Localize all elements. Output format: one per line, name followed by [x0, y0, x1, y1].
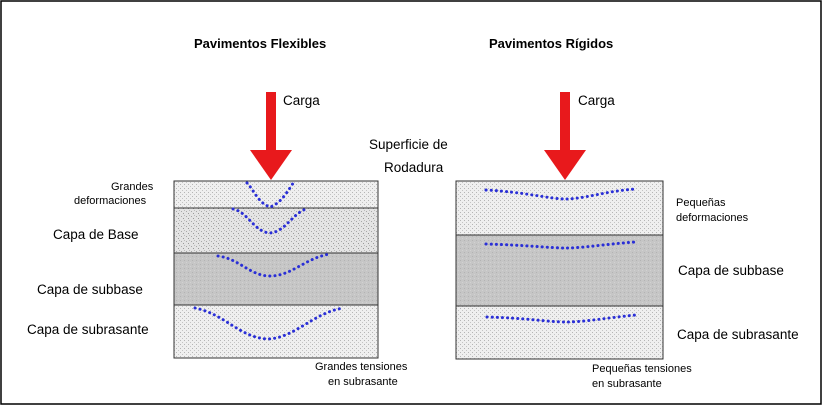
deflection-curve-flexible-4: [193, 306, 346, 341]
flexible-note-line1: Grandes tensiones: [315, 361, 408, 373]
flexible-subgrade-layer: [173, 304, 379, 359]
flexible-note-line2: en subrasante: [328, 376, 398, 388]
load-label-right: Carga: [578, 93, 615, 108]
rigid-subgrade-label: Capa de subrasante: [677, 327, 799, 342]
load-label-left: Carga: [283, 93, 320, 108]
title-rigid: Pavimentos Rígidos: [489, 36, 614, 51]
flexible-subbase-layer: [173, 252, 379, 306]
rigid-top-label-line2: deformaciones: [676, 212, 749, 224]
surface-label-line1: Superficie de: [369, 137, 448, 152]
load-arrow-left: [250, 92, 292, 180]
deflection-curve-rigid-2: [484, 240, 638, 250]
deflection-curve-flexible-2: [231, 207, 308, 235]
flexible-top-label-line2: deformaciones: [74, 195, 147, 207]
rigid-top-label-line1: Pequeñas: [676, 197, 726, 209]
flexible-subgrade-label: Capa de subrasante: [27, 322, 149, 337]
flexible-subbase-label: Capa de subbase: [37, 282, 143, 297]
rigid-note-line1: Pequeñas tensiones: [592, 363, 692, 375]
flexible-top-label-line1: Grandes: [111, 181, 154, 193]
flexible-base-label: Capa de Base: [53, 227, 139, 242]
rigid-subbase-label: Capa de subbase: [678, 263, 784, 278]
deflection-curve-flexible-1: [245, 180, 296, 209]
surface-label-line2: Rodadura: [384, 160, 444, 175]
deflection-curve-rigid-1: [484, 187, 638, 201]
deflection-curve-flexible-3: [216, 252, 332, 278]
load-arrow-right: [544, 92, 586, 180]
title-flexible: Pavimentos Flexibles: [194, 36, 327, 51]
deflection-curve-rigid-3: [485, 313, 638, 324]
rigid-subgrade-layer: [455, 305, 664, 360]
rigid-subbase-layer: [455, 234, 664, 307]
rigid-note-line2: en subrasante: [592, 378, 662, 390]
